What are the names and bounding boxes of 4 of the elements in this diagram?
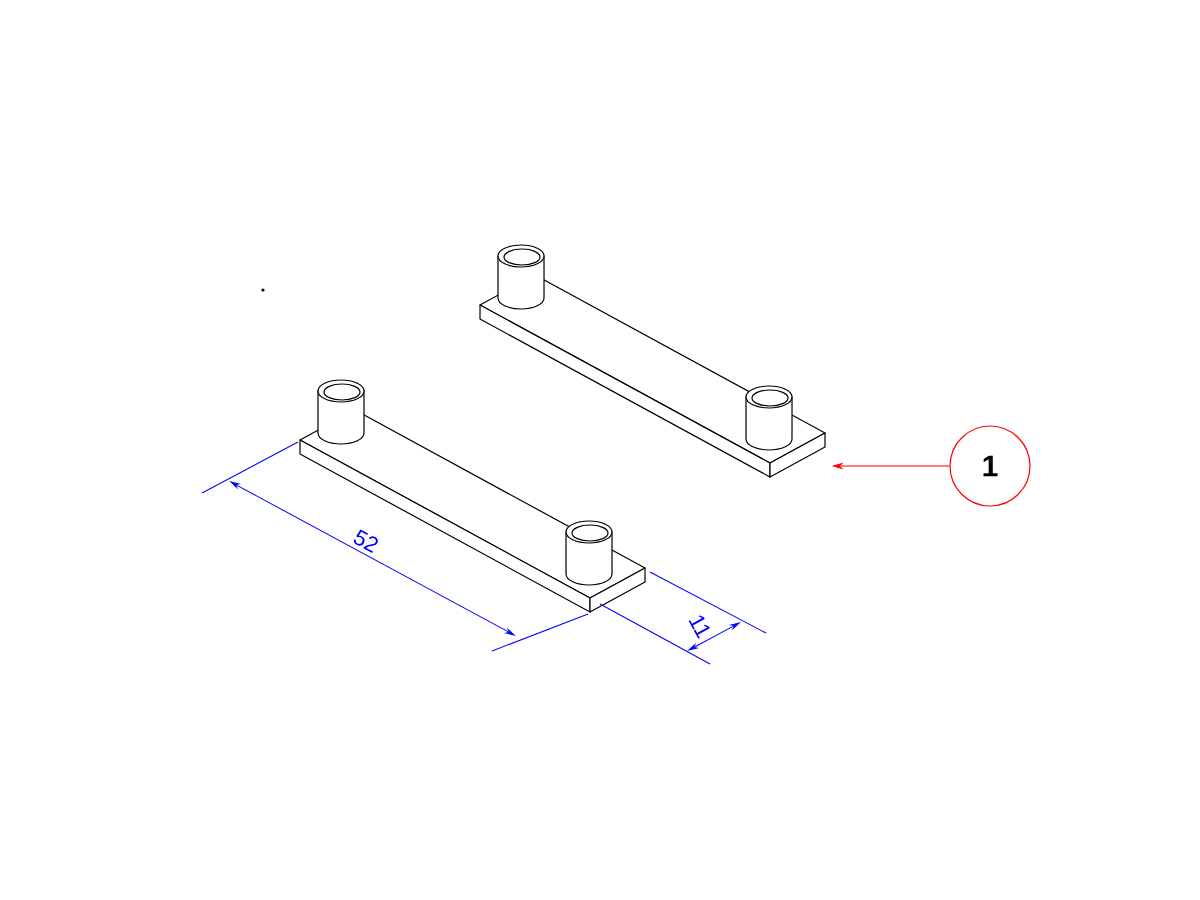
dimension-label: 52 bbox=[353, 529, 378, 553]
plate-drawing bbox=[479, 244, 826, 478]
dimension-label: 11 bbox=[688, 615, 710, 639]
leader-line bbox=[832, 463, 950, 469]
